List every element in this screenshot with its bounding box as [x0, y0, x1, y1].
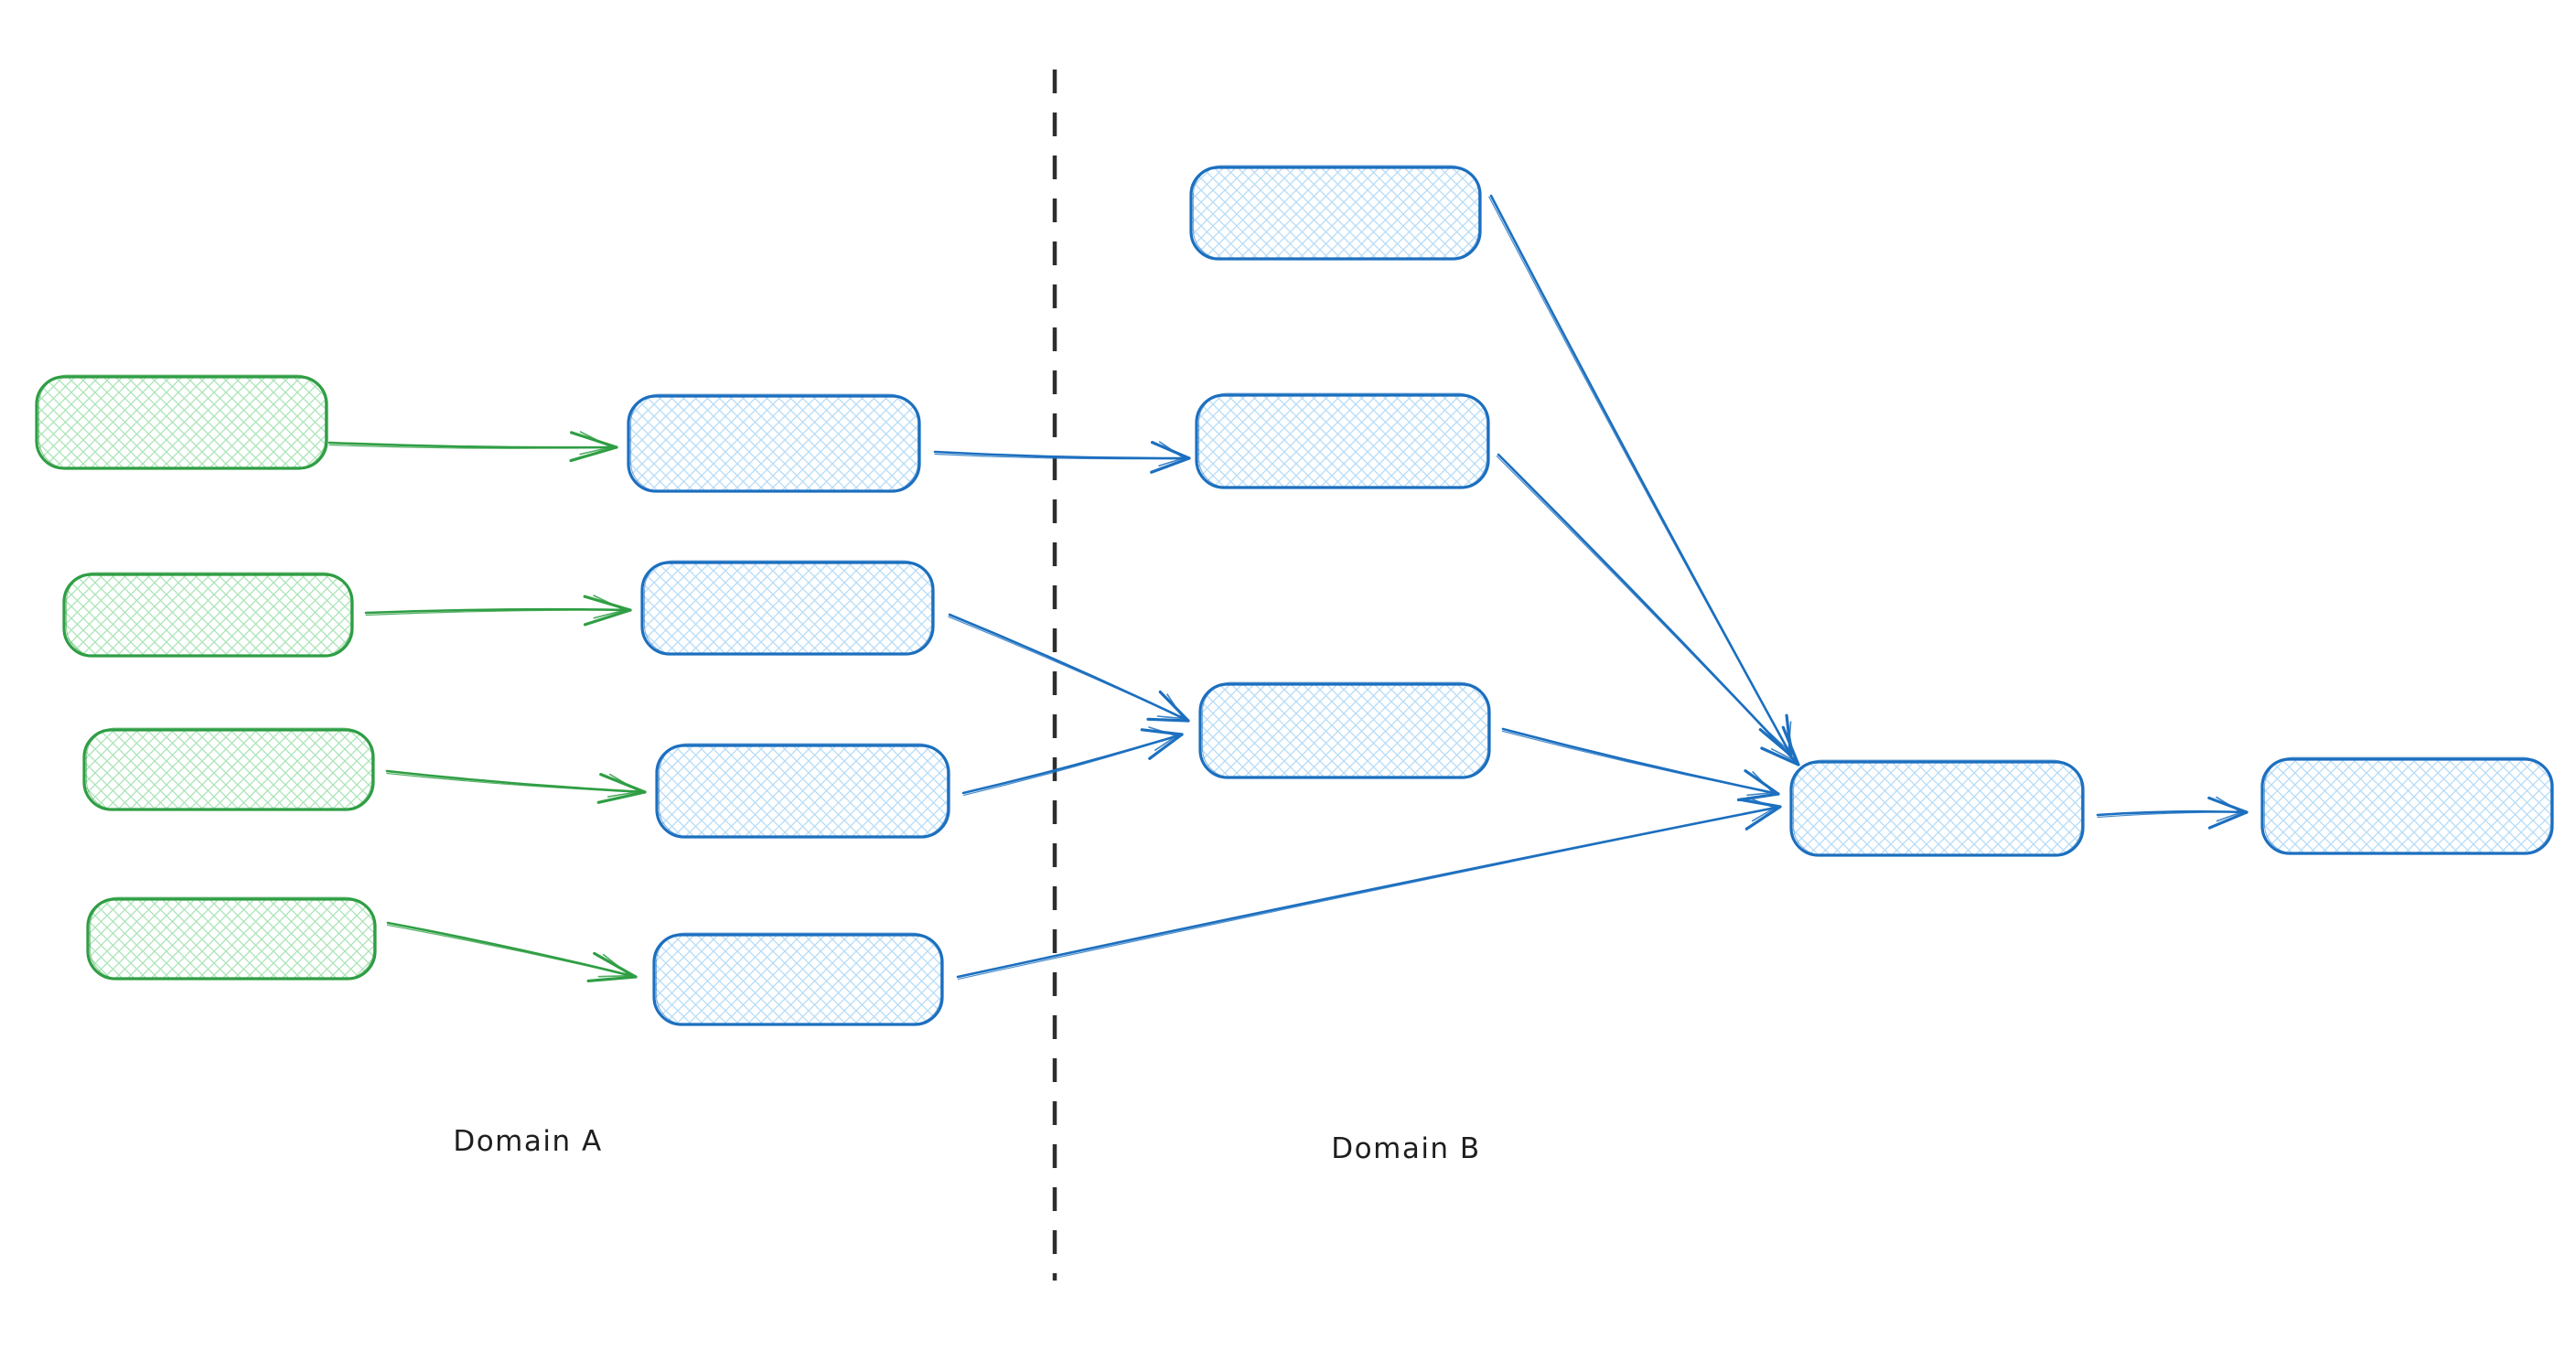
node-outline-green-box-4: [89, 896, 375, 980]
node-green-box-1: [35, 375, 328, 470]
node-blue-box-b2: [1195, 393, 1490, 489]
node-outline-blue-box-hub: [1792, 759, 2083, 856]
node-blue-box-b3: [1198, 682, 1491, 779]
node-blue-box-b1: [1189, 166, 1482, 261]
node-outline-blue-box-b2: [1197, 392, 1488, 488]
node-blue-box-a1: [627, 394, 921, 493]
edge-blue-box-a3-to-blue-box-b3: [961, 726, 1184, 797]
edge-blue-box-a1-to-blue-box-b2: [933, 441, 1191, 474]
edge-green-box-3-to-blue-box-a3: [385, 769, 647, 804]
node-blue-box-a4: [652, 933, 944, 1026]
edge-blue-box-b2-to-blue-box-hub: [1496, 453, 1800, 766]
node-green-box-2: [62, 573, 354, 658]
node-blue-box-a3: [655, 744, 950, 839]
node-blue-box-hub: [1789, 760, 2085, 857]
edge-green-box-1-to-blue-box-a1: [327, 431, 618, 463]
domain-a-label: Domain A: [453, 1125, 603, 1158]
node-blue-box-a2: [640, 561, 935, 656]
node-outline-blue-box-a2: [643, 560, 933, 655]
node-outline-blue-box-b3: [1201, 681, 1489, 778]
edge-green-box-4-to-blue-box-a4: [386, 921, 638, 983]
edge-green-box-2-to-blue-box-a2: [364, 595, 632, 627]
node-outline-blue-box-a4: [655, 932, 942, 1025]
node-green-box-4: [86, 897, 377, 981]
edge-blue-box-hub-to-blue-box-out: [2096, 796, 2249, 830]
edge-blue-box-b1-to-blue-box-hub: [1488, 194, 1793, 757]
node-outline-blue-box-a3: [658, 743, 949, 838]
node-green-box-3: [82, 728, 375, 811]
domain-b-label: Domain B: [1331, 1132, 1481, 1165]
node-outline-green-box-2: [65, 572, 352, 657]
node-outline-green-box-1: [38, 374, 327, 469]
node-blue-box-out: [2260, 757, 2554, 855]
edge-blue-box-b3-to-blue-box-hub: [1501, 727, 1780, 802]
node-outline-blue-box-a1: [629, 393, 919, 492]
node-outline-blue-box-b1: [1192, 165, 1480, 260]
node-outline-blue-box-out: [2263, 756, 2552, 854]
edge-blue-box-a2-to-blue-box-b3: [948, 613, 1190, 723]
edge-blue-box-a4-to-blue-box-hub: [956, 797, 1782, 981]
node-outline-green-box-3: [85, 727, 373, 810]
